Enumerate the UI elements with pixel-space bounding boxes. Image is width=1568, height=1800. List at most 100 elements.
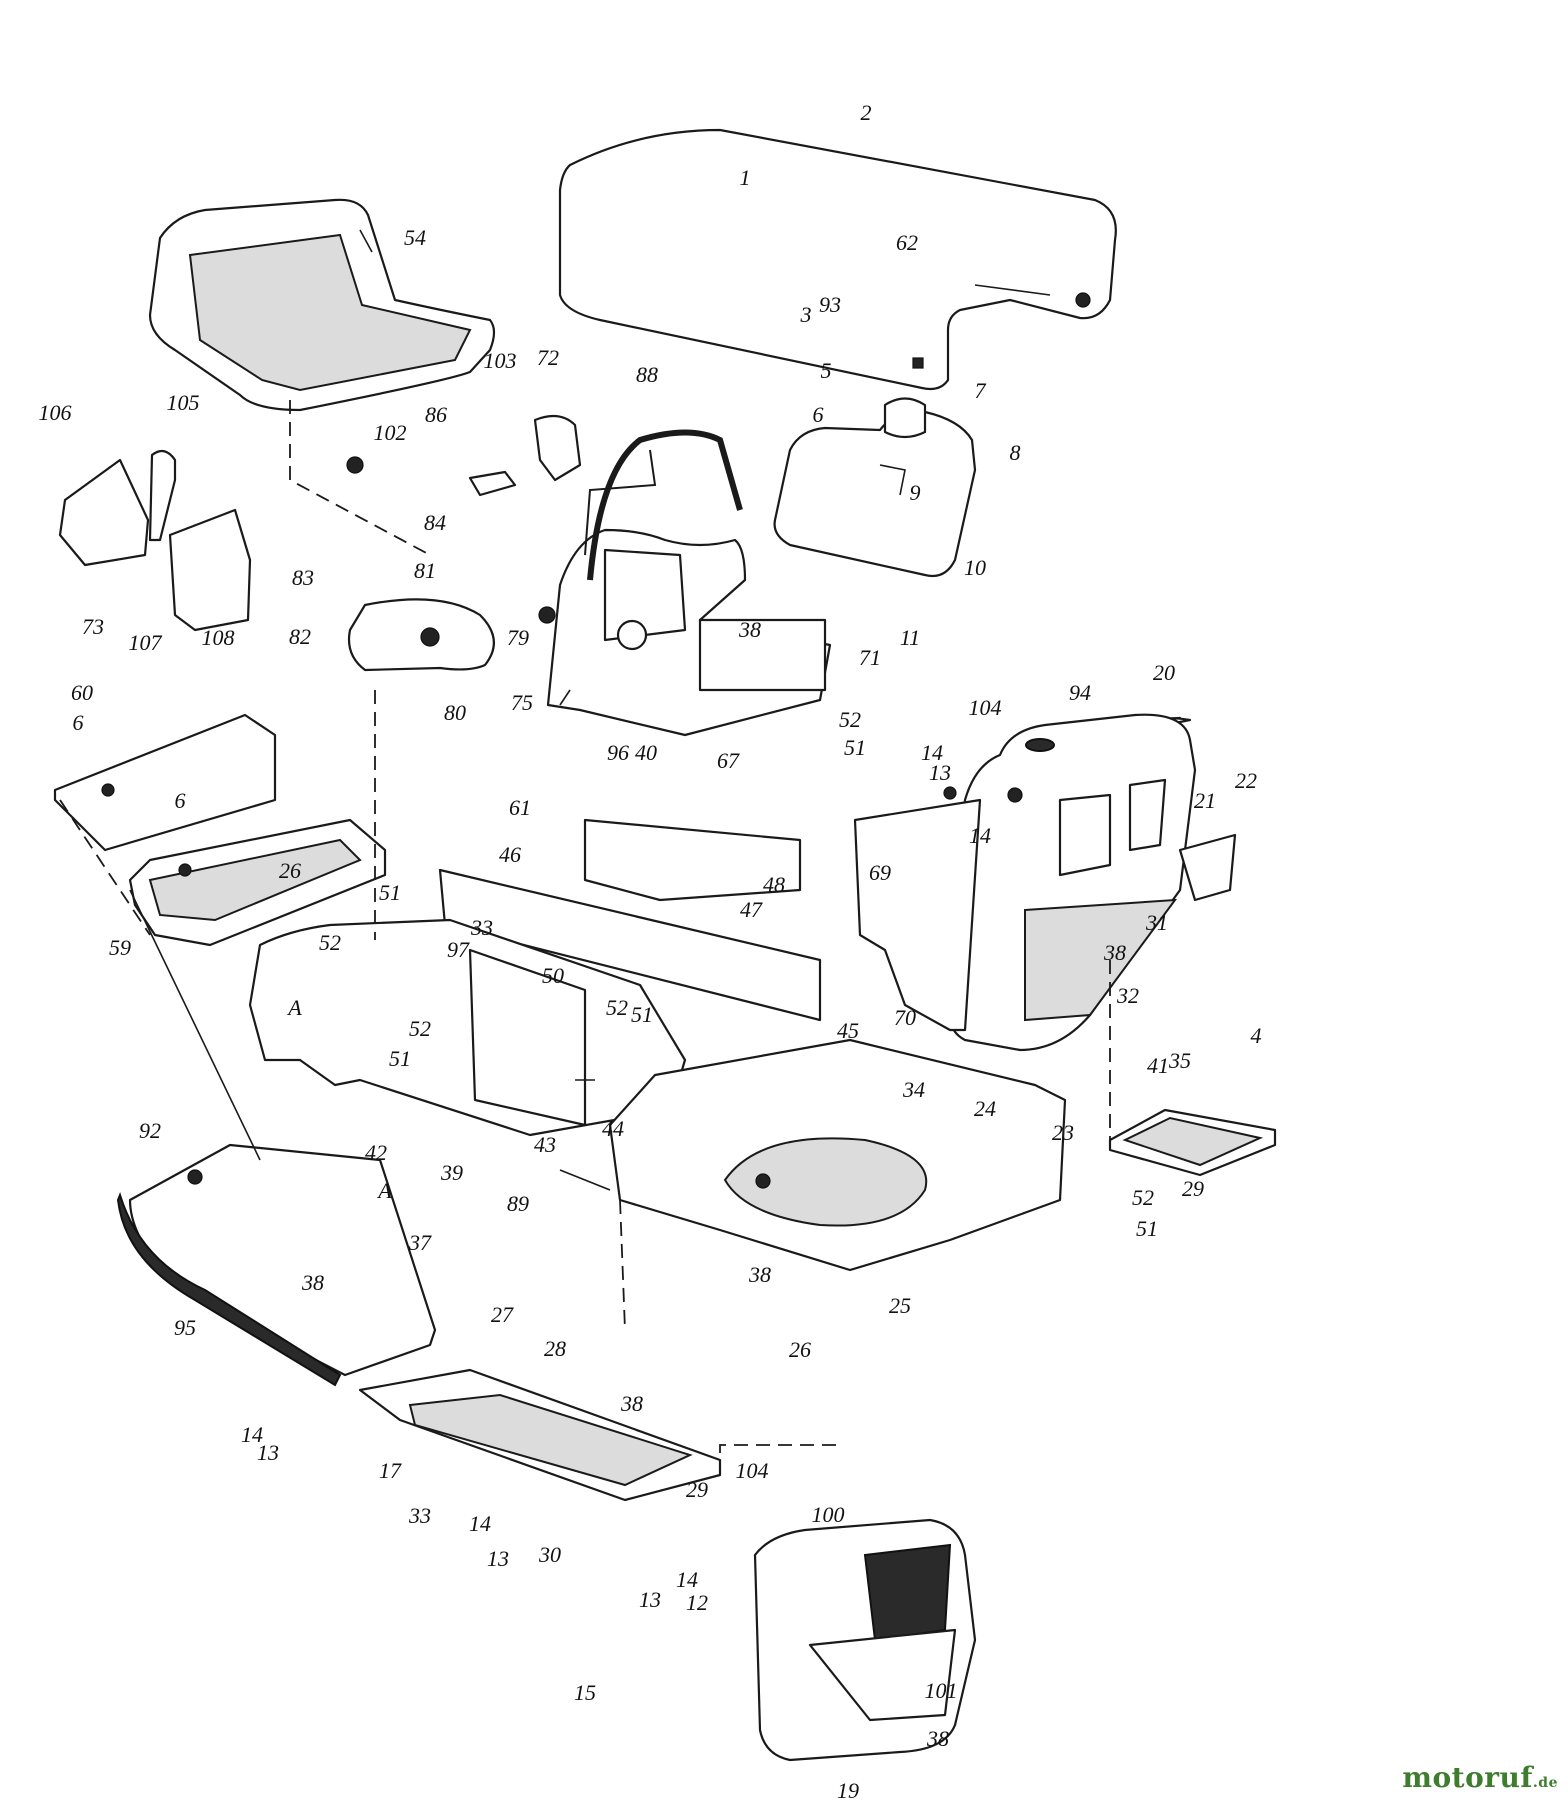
part-label-40: 40 xyxy=(635,740,657,765)
part-label-21: 21 xyxy=(1194,788,1216,813)
side-panel[interactable] xyxy=(853,798,982,1032)
control-levers[interactable] xyxy=(58,449,252,632)
part-label-52-2: 52 xyxy=(409,1016,431,1041)
part-label-33: 33 xyxy=(470,915,493,940)
part-label-6-2: 6 xyxy=(73,710,84,735)
part-label-104-2: 104 xyxy=(736,1458,769,1483)
part-label-32: 32 xyxy=(1116,983,1139,1008)
part-label-88: 88 xyxy=(636,362,658,387)
part-label-38-3: 38 xyxy=(748,1262,771,1287)
part-label-13-3: 13 xyxy=(487,1546,509,1571)
part-label-80: 80 xyxy=(444,700,466,725)
part-label-10: 10 xyxy=(964,555,986,580)
part-label-51-5: 51 xyxy=(1136,1216,1158,1241)
part-label-33-2: 33 xyxy=(408,1503,431,1528)
part-label-41: 41 xyxy=(1147,1053,1169,1078)
part-label-52-4: 52 xyxy=(839,707,861,732)
part-label-14-2: 14 xyxy=(969,823,991,848)
part-label-96: 96 xyxy=(607,740,629,765)
part-label-51: 51 xyxy=(379,880,401,905)
part-label-6: 6 xyxy=(813,402,824,427)
part-label-13: 13 xyxy=(929,760,951,785)
part-label-5: 5 xyxy=(821,358,832,383)
part-label-42: 42 xyxy=(365,1140,387,1165)
left-fender-footrest[interactable] xyxy=(116,1143,722,1502)
seat[interactable] xyxy=(148,198,496,412)
part-label-38-4: 38 xyxy=(301,1270,324,1295)
part-label-51-4: 51 xyxy=(844,735,866,760)
lower-front-panel[interactable] xyxy=(753,1518,977,1762)
part-label-67: 67 xyxy=(717,748,740,773)
part-label-51-3: 51 xyxy=(631,1002,653,1027)
part-label-92: 92 xyxy=(139,1118,161,1143)
part-label-29-2: 29 xyxy=(686,1477,708,1502)
part-label-35: 35 xyxy=(1168,1048,1191,1073)
part-label-9: 9 xyxy=(910,480,921,505)
assembly-guide-lines xyxy=(59,400,1111,1475)
part-label-38-2: 38 xyxy=(1103,940,1126,965)
dashboard-panel[interactable] xyxy=(546,528,832,737)
part-label-84: 84 xyxy=(424,510,446,535)
part-label-14: 14 xyxy=(921,740,943,765)
part-label-108: 108 xyxy=(202,625,235,650)
front-grille-hood[interactable] xyxy=(947,713,1237,1052)
part-label-62: 62 xyxy=(896,230,918,255)
part-label-61: 61 xyxy=(509,795,531,820)
part-label-7: 7 xyxy=(975,378,987,403)
part-label-37: 37 xyxy=(408,1230,432,1255)
part-label-11: 11 xyxy=(900,625,920,650)
part-label-26-2: 26 xyxy=(789,1337,811,1362)
part-label-59: 59 xyxy=(109,935,131,960)
part-label-95: 95 xyxy=(174,1315,196,1340)
part-label-104: 104 xyxy=(969,695,1002,720)
battery-box[interactable] xyxy=(53,713,387,947)
part-label-101: 101 xyxy=(925,1678,958,1703)
part-label-93: 93 xyxy=(819,292,841,317)
part-label-1: 1 xyxy=(740,165,751,190)
part-label-14-4: 14 xyxy=(469,1511,491,1536)
part-label-103: 103 xyxy=(484,348,517,373)
part-label-29: 29 xyxy=(1182,1176,1204,1201)
part-label-27: 27 xyxy=(491,1302,514,1327)
part-label-52-5: 52 xyxy=(1132,1185,1154,1210)
part-label-14-3: 14 xyxy=(241,1422,263,1447)
part-label-102: 102 xyxy=(374,420,407,445)
part-label-34: 34 xyxy=(902,1077,925,1102)
part-label-28: 28 xyxy=(544,1336,566,1361)
part-label-73: 73 xyxy=(82,614,104,639)
part-label-97: 97 xyxy=(447,937,470,962)
part-label-38: 38 xyxy=(738,617,761,642)
part-label-3: 3 xyxy=(800,302,812,327)
part-label-13-2: 13 xyxy=(257,1440,279,1465)
part-label-94: 94 xyxy=(1069,680,1091,705)
part-label-45: 45 xyxy=(837,1018,859,1043)
main-frame[interactable] xyxy=(248,818,1067,1272)
part-label-81: 81 xyxy=(414,558,436,583)
steering-bar[interactable] xyxy=(584,429,743,581)
part-label-82: 82 xyxy=(289,624,311,649)
part-label-54: 54 xyxy=(404,225,426,250)
part-label-83: 83 xyxy=(292,565,314,590)
part-label-107: 107 xyxy=(129,630,163,655)
part-label-26: 26 xyxy=(279,858,301,883)
part-label-24: 24 xyxy=(974,1096,996,1121)
part-label-2: 2 xyxy=(861,100,872,125)
part-label-a: A xyxy=(286,995,302,1020)
part-label-39: 39 xyxy=(440,1160,463,1185)
right-footrest[interactable] xyxy=(1108,1108,1277,1177)
part-label-100: 100 xyxy=(812,1502,845,1527)
fuel-tank[interactable] xyxy=(773,397,977,578)
part-label-13-4: 13 xyxy=(639,1587,661,1612)
part-label-52: 52 xyxy=(319,930,341,955)
part-label-52-3: 52 xyxy=(606,995,628,1020)
part-label-48: 48 xyxy=(763,872,785,897)
part-label-8: 8 xyxy=(1010,440,1021,465)
hood-cover[interactable] xyxy=(558,128,1117,391)
part-label-75: 75 xyxy=(511,690,533,715)
part-label-79: 79 xyxy=(507,625,529,650)
part-label-89: 89 xyxy=(507,1191,529,1216)
part-label-86: 86 xyxy=(425,402,447,427)
part-label-6-3: 6 xyxy=(175,788,186,813)
watermark-logo: motoruf.de xyxy=(1402,1761,1558,1794)
part-label-20: 20 xyxy=(1153,660,1175,685)
